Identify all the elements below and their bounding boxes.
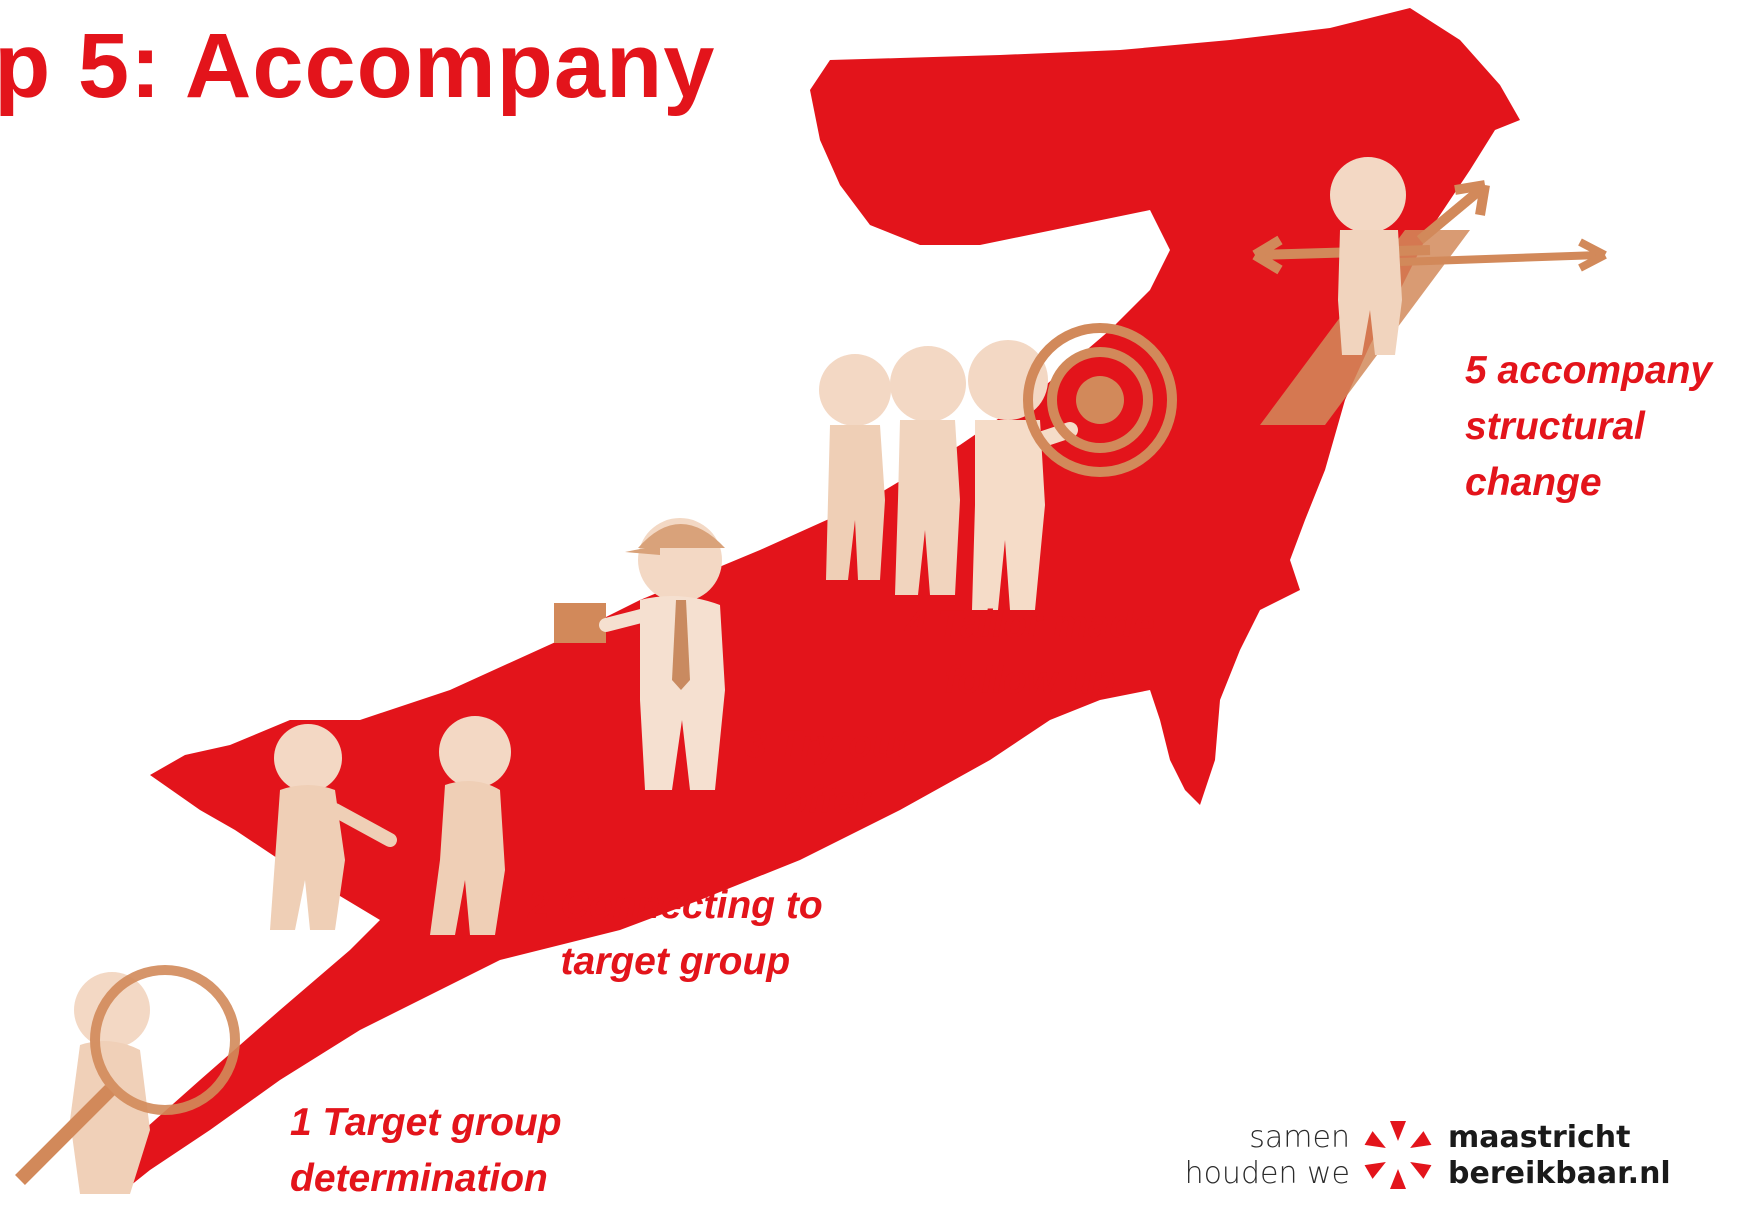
- logo-tagline-line2: houden we: [1184, 1156, 1350, 1191]
- step-4-line2: follow up: [944, 659, 1116, 702]
- step-1-label: 1 Target group determination: [290, 1095, 562, 1207]
- logo-tagline: samen houden we: [1160, 1120, 1350, 1192]
- step-1-line1: 1 Target group: [290, 1101, 562, 1144]
- logo-star-icon: [1364, 1121, 1432, 1189]
- step-5-label: 5 accompany structural change: [1465, 343, 1712, 511]
- logo-wordmark-line1: maastricht: [1448, 1120, 1631, 1155]
- step-1-line2: determination: [290, 1157, 548, 1200]
- logo-tagline-line1: samen: [1249, 1120, 1350, 1155]
- step-2-line1: 2 Connecting to: [528, 884, 823, 927]
- figure-connector-a: [270, 724, 397, 930]
- step-4-line1: 4 Tailor made: [905, 603, 1155, 646]
- figure-magnifier: [15, 965, 240, 1194]
- page-title: ep 5: Accompany: [0, 15, 716, 117]
- step-4-label: 4 Tailor made follow up: [905, 597, 1155, 709]
- step-3-line2: offer: [784, 779, 870, 822]
- figure-crossroads: [1252, 157, 1607, 425]
- logo-wordmark: maastricht bereikbaar.nl: [1448, 1120, 1671, 1192]
- logo-wordmark-line2: bereikbaar.nl: [1448, 1156, 1671, 1191]
- figure-tailor-group: [819, 323, 1177, 610]
- step-2-line2: target group: [560, 940, 791, 983]
- figure-try-out: [554, 518, 725, 790]
- step-5-line1: 5 accompany: [1465, 349, 1713, 392]
- figure-connector-b: [430, 716, 511, 935]
- step-5-line3: change: [1465, 461, 1602, 504]
- step-3-line1: 3 Try out: [745, 723, 909, 766]
- step-2-label: 2 Connecting to target group: [528, 878, 823, 990]
- step-3-label: 3 Try out offer: [745, 717, 909, 829]
- step-5-line2: structural: [1465, 405, 1645, 448]
